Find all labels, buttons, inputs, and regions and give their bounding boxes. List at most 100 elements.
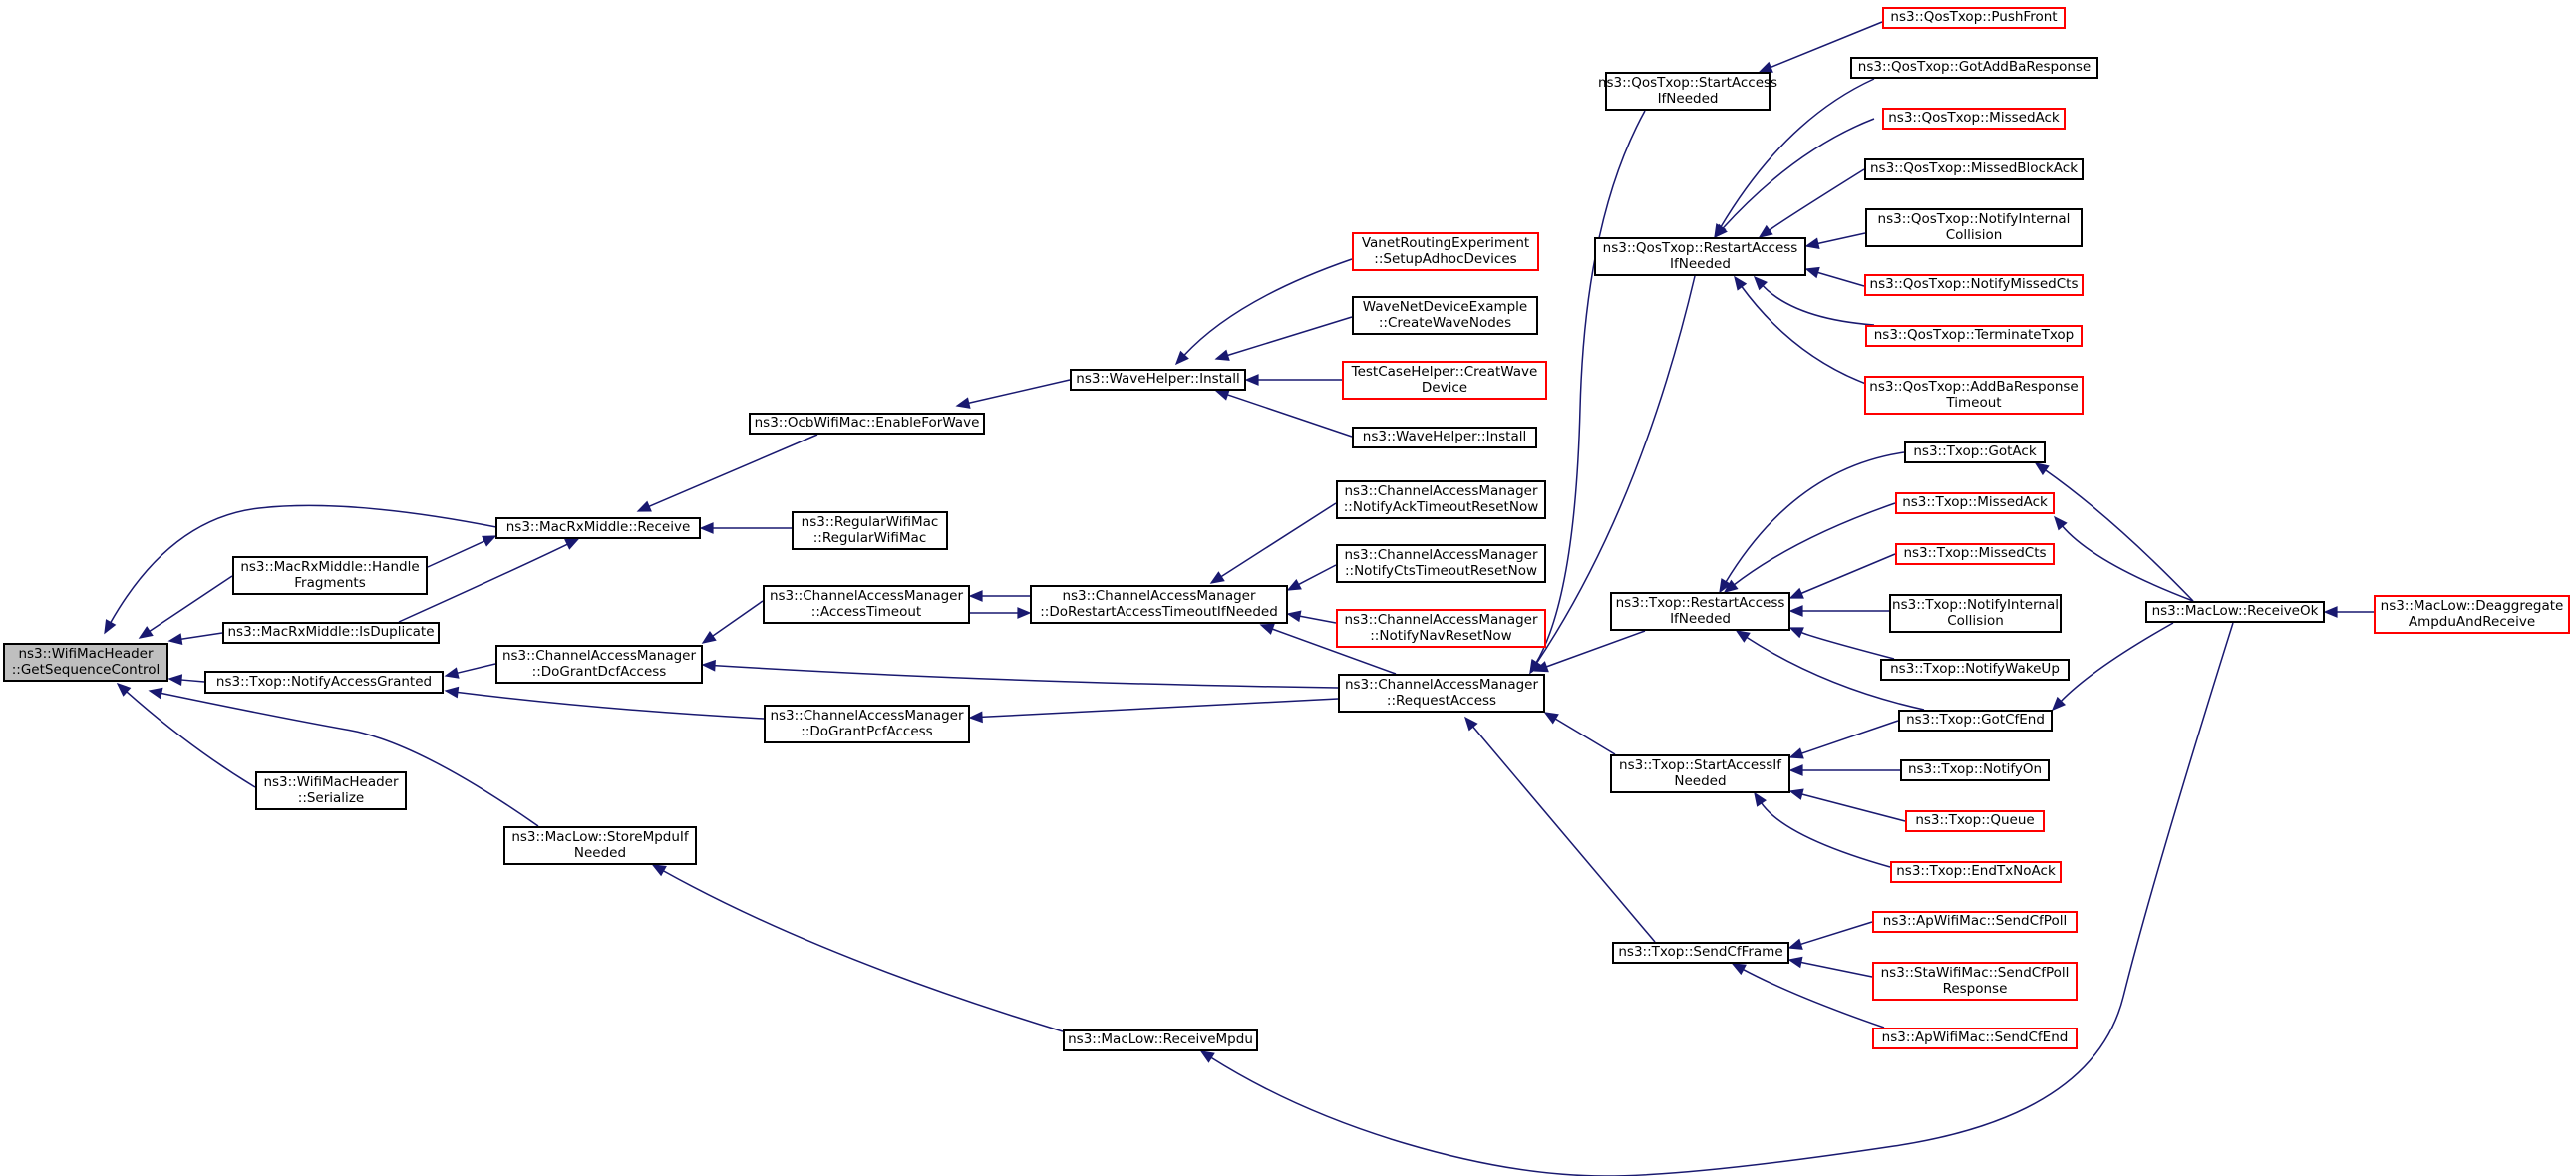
arrowhead-icon bbox=[104, 619, 117, 635]
graph-node-t-queue[interactable]: ns3::Txop::Queue bbox=[1905, 810, 2045, 832]
arrowhead-icon bbox=[1244, 374, 1259, 386]
graph-node-cam-ctsto[interactable]: ns3::ChannelAccessManager ::NotifyCtsTim… bbox=[1336, 544, 1546, 583]
arrowhead-icon bbox=[2053, 515, 2068, 531]
edge-cam_req-to-cam_dorestart bbox=[1259, 623, 1397, 675]
graph-node-t-notifycoll[interactable]: ns3::Txop::NotifyInternal Collision bbox=[1889, 594, 2062, 633]
graph-node-t-wakeup[interactable]: ns3::Txop::NotifyWakeUp bbox=[1880, 659, 2070, 681]
edge-regular-to-rxm_receive bbox=[699, 522, 792, 534]
graph-node-t-notifyon[interactable]: ns3::Txop::NotifyOn bbox=[1900, 759, 2050, 781]
edge-rxm_handle-to-root bbox=[138, 575, 233, 639]
arrowhead-icon bbox=[1174, 350, 1189, 366]
graph-node-wavenet[interactable]: WaveNetDeviceExample ::CreateWaveNodes bbox=[1352, 296, 1538, 335]
edge-qt_addbato-to-qt_restart bbox=[1734, 275, 1875, 388]
arrowhead-icon bbox=[1734, 275, 1748, 291]
edge-cam_nav-to-cam_dorestart bbox=[1286, 610, 1337, 624]
arrowhead-icon bbox=[444, 667, 460, 679]
graph-node-rxm-receive[interactable]: ns3::MacRxMiddle::Receive bbox=[495, 517, 701, 539]
graph-node-ap-sendcfpoll[interactable]: ns3::ApWifiMac::SendCfPoll bbox=[1872, 911, 2078, 933]
graph-node-cam-nav[interactable]: ns3::ChannelAccessManager ::NotifyNavRes… bbox=[1336, 609, 1546, 648]
graph-node-ap-sendcfend[interactable]: ns3::ApWifiMac::SendCfEnd bbox=[1872, 1028, 2078, 1049]
edge-t_notifyon-to-t_startacc bbox=[1788, 764, 1900, 776]
graph-node-wmh-serialize[interactable]: ns3::WifiMacHeader ::Serialize bbox=[255, 771, 407, 810]
arrowhead-icon bbox=[968, 590, 983, 602]
graph-node-wh-install1[interactable]: ns3::WaveHelper::Install bbox=[1070, 369, 1246, 391]
edge-rxm_isdup-to-root bbox=[167, 632, 223, 645]
arrowhead-icon bbox=[1731, 963, 1747, 976]
edge-t_missedack-to-t_restart bbox=[1723, 502, 1896, 593]
arrowhead-icon bbox=[1017, 607, 1032, 619]
graph-node-cam-dcf[interactable]: ns3::ChannelAccessManager ::DoGrantDcfAc… bbox=[495, 645, 703, 684]
graph-node-cam-pcf[interactable]: ns3::ChannelAccessManager ::DoGrantPcfAc… bbox=[764, 705, 970, 743]
graph-node-qt-gotaddba[interactable]: ns3::QosTxop::GotAddBaResponse bbox=[1850, 57, 2098, 79]
arrowhead-icon bbox=[1788, 788, 1804, 800]
graph-node-t-missedack[interactable]: ns3::Txop::MissedAck bbox=[1895, 492, 2055, 514]
arrowhead-icon bbox=[1463, 716, 1478, 732]
graph-node-t-gotack[interactable]: ns3::Txop::GotAck bbox=[1904, 441, 2046, 463]
arrowhead-icon bbox=[1804, 237, 1820, 250]
edge-t_wakeup-to-t_restart bbox=[1788, 627, 1895, 660]
graph-node-qt-restart[interactable]: ns3::QosTxop::RestartAccess IfNeeded bbox=[1594, 237, 1806, 276]
graph-node-ocb-enable[interactable]: ns3::OcbWifiMac::EnableForWave bbox=[749, 413, 985, 435]
arrowhead-icon bbox=[564, 538, 580, 550]
graph-node-cam-dorestart[interactable]: ns3::ChannelAccessManager ::DoRestartAcc… bbox=[1030, 585, 1288, 624]
arrowhead-icon bbox=[1533, 661, 1549, 673]
arrowhead-icon bbox=[1214, 349, 1230, 361]
graph-node-ml-rxmpdu[interactable]: ns3::MacLow::ReceiveMpdu bbox=[1063, 1029, 1258, 1051]
graph-node-t-gotcfend[interactable]: ns3::Txop::GotCfEnd bbox=[1898, 710, 2053, 732]
graph-node-t-missedcts[interactable]: ns3::Txop::MissedCts bbox=[1895, 543, 2055, 565]
arrowhead-icon bbox=[1753, 275, 1768, 291]
graph-node-wh-install2[interactable]: ns3::WaveHelper::Install bbox=[1352, 427, 1537, 448]
edge-t_gotcfend-to-t_restart bbox=[1735, 630, 1925, 711]
edge-ml_rxok-to-ml_rxmpdu bbox=[1199, 622, 2234, 1176]
graph-node-qt-addbato[interactable]: ns3::QosTxop::AddBaResponse Timeout bbox=[1864, 376, 2084, 415]
arrowhead-icon bbox=[167, 633, 183, 645]
graph-node-ml-deagg[interactable]: ns3::MacLow::Deaggregate AmpduAndReceive bbox=[2374, 595, 2570, 634]
edge-rxm_handle-to-rxm_receive bbox=[427, 535, 497, 568]
arrowhead-icon bbox=[148, 687, 163, 700]
edge-t_endtx-to-t_startacc bbox=[1754, 791, 1891, 868]
edge-cam_accto-to-cam_dcf bbox=[701, 600, 764, 644]
arrowhead-icon bbox=[1735, 630, 1751, 643]
graph-node-regular[interactable]: ns3::RegularWifiMac ::RegularWifiMac bbox=[792, 511, 948, 550]
graph-node-qt-startacc[interactable]: ns3::QosTxop::StartAccess IfNeeded bbox=[1598, 72, 1777, 111]
edge-wh_install1-to-ocb_enable bbox=[955, 379, 1071, 409]
graph-node-qt-missedcts[interactable]: ns3::QosTxop::NotifyMissedCts bbox=[1864, 274, 2084, 296]
arrowhead-icon bbox=[1788, 587, 1804, 599]
graph-node-sta-sendcfpoll[interactable]: ns3::StaWifiMac::SendCfPoll Response bbox=[1872, 962, 2078, 1001]
graph-node-ml-rxok[interactable]: ns3::MacLow::ReceiveOk bbox=[2145, 601, 2325, 623]
edge-wmh_serialize-to-root bbox=[116, 682, 256, 788]
graph-node-qt-notifycoll[interactable]: ns3::QosTxop::NotifyInternal Collision bbox=[1865, 208, 2083, 247]
graph-node-qt-missedblock[interactable]: ns3::QosTxop::MissedBlockAck bbox=[1864, 158, 2084, 180]
graph-node-t-startacc[interactable]: ns3::Txop::StartAccessIf Needed bbox=[1610, 754, 1790, 793]
graph-node-ml-store[interactable]: ns3::MacLow::StoreMpduIf Needed bbox=[503, 826, 697, 865]
graph-node-t-endtx[interactable]: ns3::Txop::EndTxNoAck bbox=[1890, 861, 2062, 883]
arrowhead-icon bbox=[955, 397, 971, 409]
edge-cam_req-to-cam_pcf bbox=[968, 698, 1339, 724]
edge-qt_notifycoll-to-qt_restart bbox=[1804, 232, 1866, 250]
arrowhead-icon bbox=[482, 535, 497, 547]
graph-node-rxm-handle[interactable]: ns3::MacRxMiddle::Handle Fragments bbox=[232, 556, 428, 595]
graph-node-txop-nag[interactable]: ns3::Txop::NotifyAccessGranted bbox=[204, 671, 444, 694]
graph-node-qt-pushfront[interactable]: ns3::QosTxop::PushFront bbox=[1882, 7, 2066, 29]
edge-wh_install2-to-wh_install1 bbox=[1214, 389, 1353, 438]
graph-node-testcase[interactable]: TestCaseHelper::CreatWave Device bbox=[1342, 361, 1547, 400]
edge-testcase-to-wh_install1 bbox=[1244, 374, 1342, 386]
arrowhead-icon bbox=[1543, 712, 1559, 725]
arrowhead-icon bbox=[1529, 659, 1542, 675]
graph-node-cam-accto[interactable]: ns3::ChannelAccessManager ::AccessTimeou… bbox=[763, 585, 970, 624]
arrowhead-icon bbox=[1286, 610, 1302, 623]
arrowhead-icon bbox=[167, 674, 183, 686]
graph-node-cam-req[interactable]: ns3::ChannelAccessManager ::RequestAcces… bbox=[1338, 674, 1545, 713]
graph-node-rxm-isdup[interactable]: ns3::MacRxMiddle::IsDuplicate bbox=[222, 622, 440, 644]
graph-node-vanet[interactable]: VanetRoutingExperiment ::SetupAdhocDevic… bbox=[1352, 232, 1539, 271]
graph-node-cam-ackto[interactable]: ns3::ChannelAccessManager ::NotifyAckTim… bbox=[1336, 480, 1546, 519]
graph-node-qt-missedack[interactable]: ns3::QosTxop::MissedAck bbox=[1882, 108, 2066, 130]
arrowhead-icon bbox=[701, 630, 717, 644]
arrowhead-icon bbox=[2051, 696, 2067, 712]
edge-rxm_receive-to-root bbox=[104, 504, 497, 635]
edge-ml_rxok-to-t_gotack bbox=[2034, 462, 2194, 602]
graph-node-qt-terminate[interactable]: ns3::QosTxop::TerminateTxop bbox=[1865, 325, 2083, 347]
graph-node-t-sendcf[interactable]: ns3::Txop::SendCfFrame bbox=[1612, 942, 1789, 964]
arrowhead-icon bbox=[1199, 1050, 1215, 1063]
graph-node-t-restart[interactable]: ns3::Txop::RestartAccess IfNeeded bbox=[1610, 592, 1790, 631]
